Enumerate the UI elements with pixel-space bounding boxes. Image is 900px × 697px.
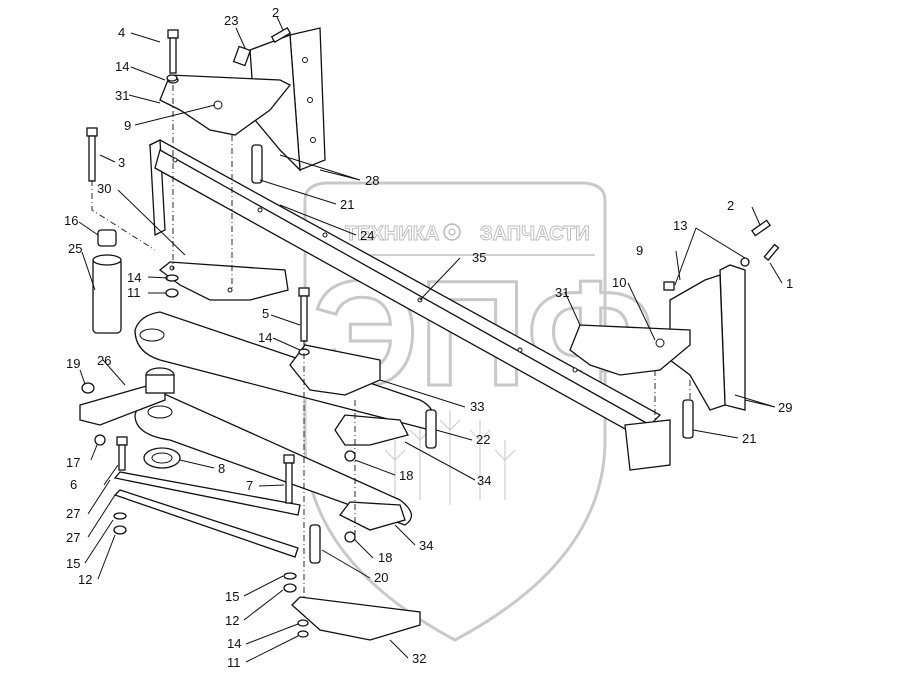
callout-22: 22 (476, 432, 490, 447)
top-bracket (159, 27, 326, 172)
callout-12-left: 12 (78, 572, 92, 587)
watermark-text-left: ТЕХНИКА (345, 223, 439, 245)
callout-21-right: 21 (742, 431, 756, 446)
callout-11-bottom: 11 (227, 655, 241, 670)
callout-21-top: 21 (340, 197, 354, 212)
callout-1: 1 (786, 276, 793, 291)
spacer-20 (309, 524, 321, 564)
bolt-6 (116, 436, 128, 471)
callout-27-lower: 27 (66, 530, 80, 545)
watermark-shield (303, 181, 607, 642)
bracket-32 (291, 596, 421, 641)
callout-9-right: 9 (636, 243, 643, 258)
callout-11-mid: 11 (127, 285, 141, 300)
callout-2-top: 2 (272, 5, 279, 20)
callout-30: 30 (97, 181, 111, 196)
callout-14-mid: 14 (127, 270, 141, 285)
bushing-23 (232, 45, 252, 67)
spacer-21-top (251, 144, 263, 184)
callout-26: 26 (97, 353, 111, 368)
callout-31-top: 31 (115, 88, 129, 103)
callout-29: 29 (778, 400, 792, 415)
nut-8 (143, 447, 181, 469)
callout-33: 33 (470, 399, 484, 414)
gear-icon (443, 223, 461, 241)
callout-34-lower: 34 (419, 538, 433, 553)
callout-32: 32 (412, 651, 426, 666)
cylinder-25 (92, 229, 122, 334)
washers-nuts (81, 74, 356, 638)
callout-31-right: 31 (555, 285, 569, 300)
callout-27-upper: 27 (66, 506, 80, 521)
lever-26 (79, 367, 175, 426)
watermark-text-right: ЗАПЧАСТИ (480, 223, 590, 245)
link-27-upper (113, 471, 301, 516)
callout-18-upper: 18 (399, 468, 413, 483)
main-beam (148, 138, 671, 471)
callout-17: 17 (66, 455, 80, 470)
callout-4: 4 (118, 25, 125, 40)
callout-14-center: 14 (258, 330, 272, 345)
callout-7: 7 (246, 478, 253, 493)
callout-14-top: 14 (115, 59, 129, 74)
callout-2-right: 2 (727, 198, 734, 213)
callout-25: 25 (68, 241, 82, 256)
bracket-34-upper (334, 414, 409, 446)
leader-lines (78, 16, 783, 663)
bracket-30 (158, 261, 289, 301)
callout-10: 10 (612, 275, 626, 290)
callout-35: 35 (472, 250, 486, 265)
callout-24: 24 (360, 228, 374, 243)
callout-8: 8 (218, 461, 225, 476)
bolt-3 (86, 127, 98, 182)
callout-15-bottom: 15 (225, 589, 239, 604)
link-27-lower (113, 489, 299, 558)
callout-23: 23 (224, 13, 238, 28)
spacer-21-right (682, 399, 694, 439)
callout-20: 20 (374, 570, 388, 585)
callout-34-upper: 34 (477, 473, 491, 488)
callout-13: 13 (673, 218, 687, 233)
callout-labels: 4 23 2 14 31 9 3 28 30 21 24 16 25 14 11… (64, 5, 793, 670)
callout-28: 28 (365, 173, 379, 188)
bolt-2-top (270, 27, 292, 43)
callout-12-bottom: 12 (225, 613, 239, 628)
bolt-7 (283, 454, 295, 504)
bolts-right (663, 219, 780, 291)
watermark-wheat (384, 410, 516, 505)
bolt-5 (298, 287, 310, 342)
callout-18-lower: 18 (378, 550, 392, 565)
callout-16: 16 (64, 213, 78, 228)
spacer-22 (425, 409, 437, 449)
callout-3: 3 (118, 155, 125, 170)
callout-6: 6 (70, 477, 77, 492)
callout-14-bottom: 14 (227, 636, 241, 651)
callout-5: 5 (262, 306, 269, 321)
callout-19: 19 (66, 356, 80, 371)
callout-9-top: 9 (124, 118, 131, 133)
callout-15-left: 15 (66, 556, 80, 571)
right-bracket (569, 264, 746, 411)
bracket-34-lower (339, 501, 406, 531)
